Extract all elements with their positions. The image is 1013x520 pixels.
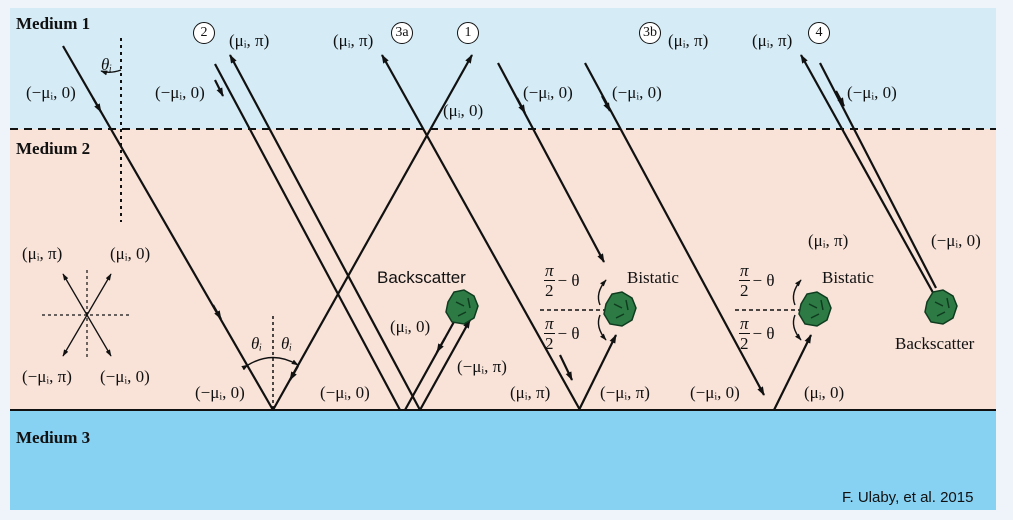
theta-i-label-left: θᵢ	[251, 334, 263, 353]
ray-1-arrow-down-b	[212, 304, 222, 320]
medium-2-label: Medium 2	[16, 139, 91, 158]
ray-1-up	[272, 54, 473, 411]
medium-1-region	[10, 8, 996, 129]
theta-arc-bottom	[241, 356, 299, 371]
label-ray3a-mi-pi: (μᵢ, π)	[333, 31, 374, 50]
scatterer-icon	[798, 291, 832, 327]
label-bistatic1-neg-mi-pi: (−μᵢ, π)	[600, 383, 650, 402]
label-bistatic2-mi-0: (μᵢ, 0)	[804, 383, 845, 402]
minus-theta: − θ	[752, 270, 775, 290]
label-ray3b2-neg-mi-0: (−μᵢ, 0)	[612, 83, 662, 102]
path-marker-2: 2	[193, 22, 215, 44]
bistatic-label-2: Bistatic	[822, 268, 874, 287]
ray-1-arrow-down-a	[92, 97, 102, 113]
pi-symbol: π	[739, 314, 750, 334]
ray-3a-final-line	[381, 54, 581, 411]
theta-i-label-right: θᵢ	[281, 334, 293, 353]
label-bistatic2-mi-pi: (μᵢ, π)	[808, 231, 849, 250]
label-ray3b-mi-pi: (μᵢ, π)	[668, 31, 709, 50]
medium-1-label: Medium 1	[16, 14, 91, 33]
bistatic-2-arc-down	[792, 314, 802, 341]
label-ray2-mi-pi: (μᵢ, π)	[229, 31, 270, 50]
label-crossing-mi-0: (μᵢ, 0)	[443, 101, 484, 120]
bistatic-2-arc-up	[792, 279, 802, 306]
path-marker-4: 4	[808, 22, 830, 44]
backscatter-return-arrow	[436, 337, 446, 353]
pi-symbol: π	[544, 261, 555, 281]
label-scatter4-neg-mi-0: (−μᵢ, 0)	[931, 231, 981, 250]
theta-arc-top	[100, 69, 122, 76]
path-marker-3a: 3a	[391, 22, 413, 44]
ray-3b-incident	[497, 62, 605, 263]
axes-dir-ur	[86, 273, 112, 316]
two-symbol: 2	[545, 334, 554, 353]
ray-4-arrow	[835, 90, 845, 107]
bistatic-1-down	[559, 354, 573, 381]
label-ray3b-neg-mi-0: (−μᵢ, 0)	[523, 83, 573, 102]
axes-dir-ul	[62, 273, 88, 316]
label-ray1-neg-mi-0: (−μᵢ, 0)	[26, 83, 76, 102]
ray-3b-second	[584, 62, 765, 396]
ray-2-up	[229, 54, 421, 411]
ray-2-down	[214, 63, 401, 411]
ray-2-arrow-down	[214, 79, 224, 97]
two-symbol: 2	[545, 281, 554, 300]
bistatic-1-arc-down	[597, 314, 607, 341]
two-symbol: 2	[740, 281, 749, 300]
ray-1-arrow-up	[289, 365, 299, 381]
label-ray4-neg-mi-0: (−μᵢ, 0)	[847, 83, 897, 102]
axes-dir-ll	[62, 314, 88, 357]
label-ray2-neg-mi-0: (−μᵢ, 0)	[155, 83, 205, 102]
medium-2-region	[10, 129, 996, 410]
scatterer-icon	[445, 289, 479, 325]
label-bistatic2-neg-mi-0: (−μᵢ, 0)	[690, 383, 740, 402]
minus-theta: − θ	[557, 270, 580, 290]
path-marker-3b: 3b	[639, 22, 661, 44]
two-symbol: 2	[740, 334, 749, 353]
medium-3-region	[10, 410, 996, 510]
pi-symbol: π	[739, 261, 750, 281]
label-ray4-mi-pi: (μᵢ, π)	[752, 31, 793, 50]
axes-label-lr: (−μᵢ, 0)	[100, 367, 150, 386]
bistatic-1-arc-up	[597, 279, 607, 306]
backscatter-return-b	[419, 319, 471, 411]
bistatic-2-v-right	[773, 334, 812, 411]
backscatter-label-1: Backscatter	[377, 268, 466, 287]
label-bottom2-neg-mi-0: (−μᵢ, 0)	[320, 383, 370, 402]
path-marker-1: 1	[457, 22, 479, 44]
minus-theta: − θ	[557, 323, 580, 343]
label-scatter1-neg-mi-pi: (−μᵢ, π)	[457, 357, 507, 376]
theta-i-label-top: θᵢ	[101, 55, 113, 74]
axes-dir-lr	[86, 314, 112, 357]
label-bistatic1-mi-pi: (μᵢ, π)	[510, 383, 551, 402]
axes-label-ul: (μᵢ, π)	[22, 244, 63, 263]
minus-theta: − θ	[752, 323, 775, 343]
scatterer-icon	[603, 291, 637, 327]
label-bottom1-neg-mi-0: (−μᵢ, 0)	[195, 383, 245, 402]
scatterer-icon	[924, 289, 958, 325]
medium-3-label: Medium 3	[16, 428, 91, 447]
pi-symbol: π	[544, 314, 555, 334]
credit-text: F. Ulaby, et al. 2015	[842, 489, 974, 506]
axes-label-ll: (−μᵢ, π)	[22, 367, 72, 386]
backscatter-return-a	[404, 319, 456, 411]
ray-3b-arrow-down	[516, 97, 526, 114]
backscatter-label-2: Backscatter	[895, 334, 975, 353]
bistatic-label-1: Bistatic	[627, 268, 679, 287]
ray-3b-second-arrow	[601, 95, 611, 112]
bistatic-1-v-right	[578, 334, 617, 411]
label-scatter1-mi-0: (μᵢ, 0)	[390, 317, 431, 336]
ray-4-return	[800, 54, 937, 299]
axes-label-ur: (μᵢ, 0)	[110, 244, 151, 263]
